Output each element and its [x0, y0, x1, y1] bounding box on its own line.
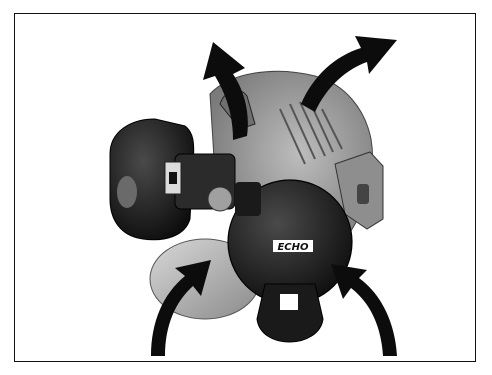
starter-grip — [257, 284, 323, 342]
intake-arrow-lower-right — [331, 264, 397, 356]
bracket-slot — [357, 184, 369, 204]
engine-airflow-illustration: ECHO — [15, 14, 476, 362]
primer-bulb — [208, 187, 232, 211]
brand-logo-text: ECHO — [277, 242, 309, 253]
figure-frame: ECHO — [14, 13, 476, 362]
starter-grip-window — [280, 294, 298, 310]
air-filter-knob — [117, 176, 137, 208]
brand-logo: ECHO — [273, 240, 313, 253]
spark-plug-boot — [235, 182, 261, 216]
